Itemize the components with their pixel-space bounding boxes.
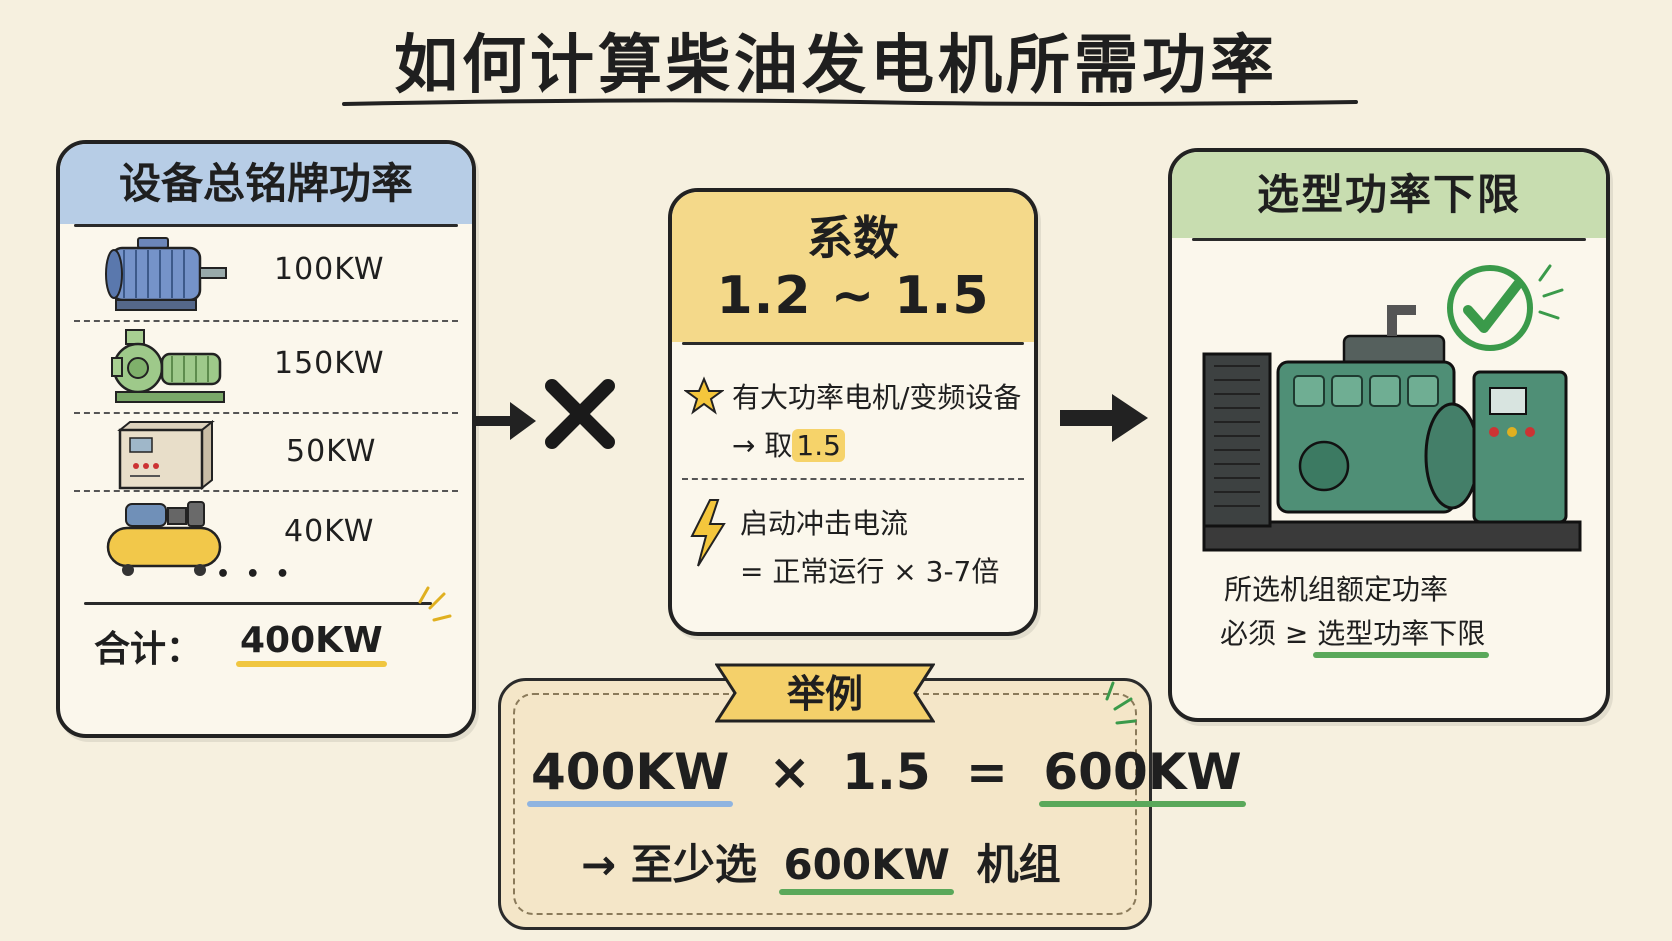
total-value: 400KW: [236, 620, 387, 667]
checkmark-icon: [1447, 264, 1564, 351]
cabinet-power: 50KW: [286, 434, 377, 469]
example-times: ×: [768, 743, 811, 801]
row-divider: [682, 478, 1024, 480]
example-ribbon: [715, 663, 935, 723]
diesel-generator-icon: [1202, 305, 1582, 552]
take-value: 1.5: [792, 429, 845, 462]
star-icon: [684, 376, 724, 415]
coefficient-range: 1.2 ~ 1.5: [716, 266, 990, 326]
example-tag: 举例: [786, 672, 863, 716]
nameplate-power-header: 设备总铭牌功率: [60, 144, 472, 224]
title-underline: [342, 98, 1358, 106]
air-compressor-icon: [106, 501, 222, 576]
example-box: 举例 400KW × 1.5 = 600KW → 至少选 600KW 机组: [498, 663, 1246, 930]
lightning-icon: [690, 499, 726, 567]
electric-motor-icon: [105, 237, 227, 311]
coefficient-header: 系数 1.2 ~ 1.5: [672, 192, 1034, 342]
example-result: 600KW: [1039, 743, 1246, 807]
pump-power: 150KW: [274, 346, 385, 381]
more-items-ellipsis: • • •: [216, 562, 294, 587]
example-conclusion: → 至少选 600KW 机组: [581, 840, 1061, 895]
inrush-multiplier-note: = 正常运行 × 3-7倍: [740, 555, 1000, 588]
nameplate-power-panel: 设备总铭牌功率 100KW 150KW 50: [56, 140, 476, 738]
motor-power: 100KW: [274, 252, 385, 287]
header-divider: [1192, 238, 1586, 241]
example-equals: =: [966, 743, 1008, 801]
rated-power-text: 所选机组额定功率: [1224, 573, 1449, 606]
control-cabinet-icon: [117, 420, 215, 490]
header-divider: [682, 342, 1024, 345]
emphasis-marks-icon: [1105, 681, 1137, 725]
row-divider: [74, 320, 458, 322]
inrush-current-note: 启动冲击电流: [740, 507, 909, 540]
example-equation: 400KW × 1.5 = 600KW: [526, 743, 1246, 807]
page-title: 如何计算柴油发电机所需功率: [394, 29, 1278, 103]
high-power-note: 有大功率电机/变频设备: [732, 381, 1022, 414]
requirement-text: 必须 ≥ 选型功率下限: [1220, 612, 1490, 658]
header-divider: [74, 224, 458, 227]
example-input: 400KW: [526, 743, 734, 807]
total-divider: [84, 602, 432, 605]
total-label: 合计：: [94, 629, 203, 670]
compressor-power: 40KW: [284, 514, 375, 549]
arrow-right-icon: [1060, 394, 1148, 442]
row-divider: [74, 490, 458, 492]
minimum-rating-highlight: 选型功率下限: [1313, 612, 1490, 658]
emphasis-marks-icon: [418, 586, 452, 622]
row-divider: [74, 412, 458, 414]
minimum-rating-header: 选型功率下限: [1172, 152, 1606, 238]
coefficient-title: 系数: [807, 211, 899, 265]
multiply-icon: [545, 379, 615, 449]
water-pump-icon: [111, 329, 225, 403]
example-factor: 1.5: [842, 743, 931, 801]
minimum-rating-panel: 选型功率下限 所选机组额定功率 必须 ≥ 选型功率下限: [1168, 148, 1610, 722]
example-conclusion-value: 600KW: [779, 840, 954, 895]
arrow-right-icon: [474, 402, 536, 440]
